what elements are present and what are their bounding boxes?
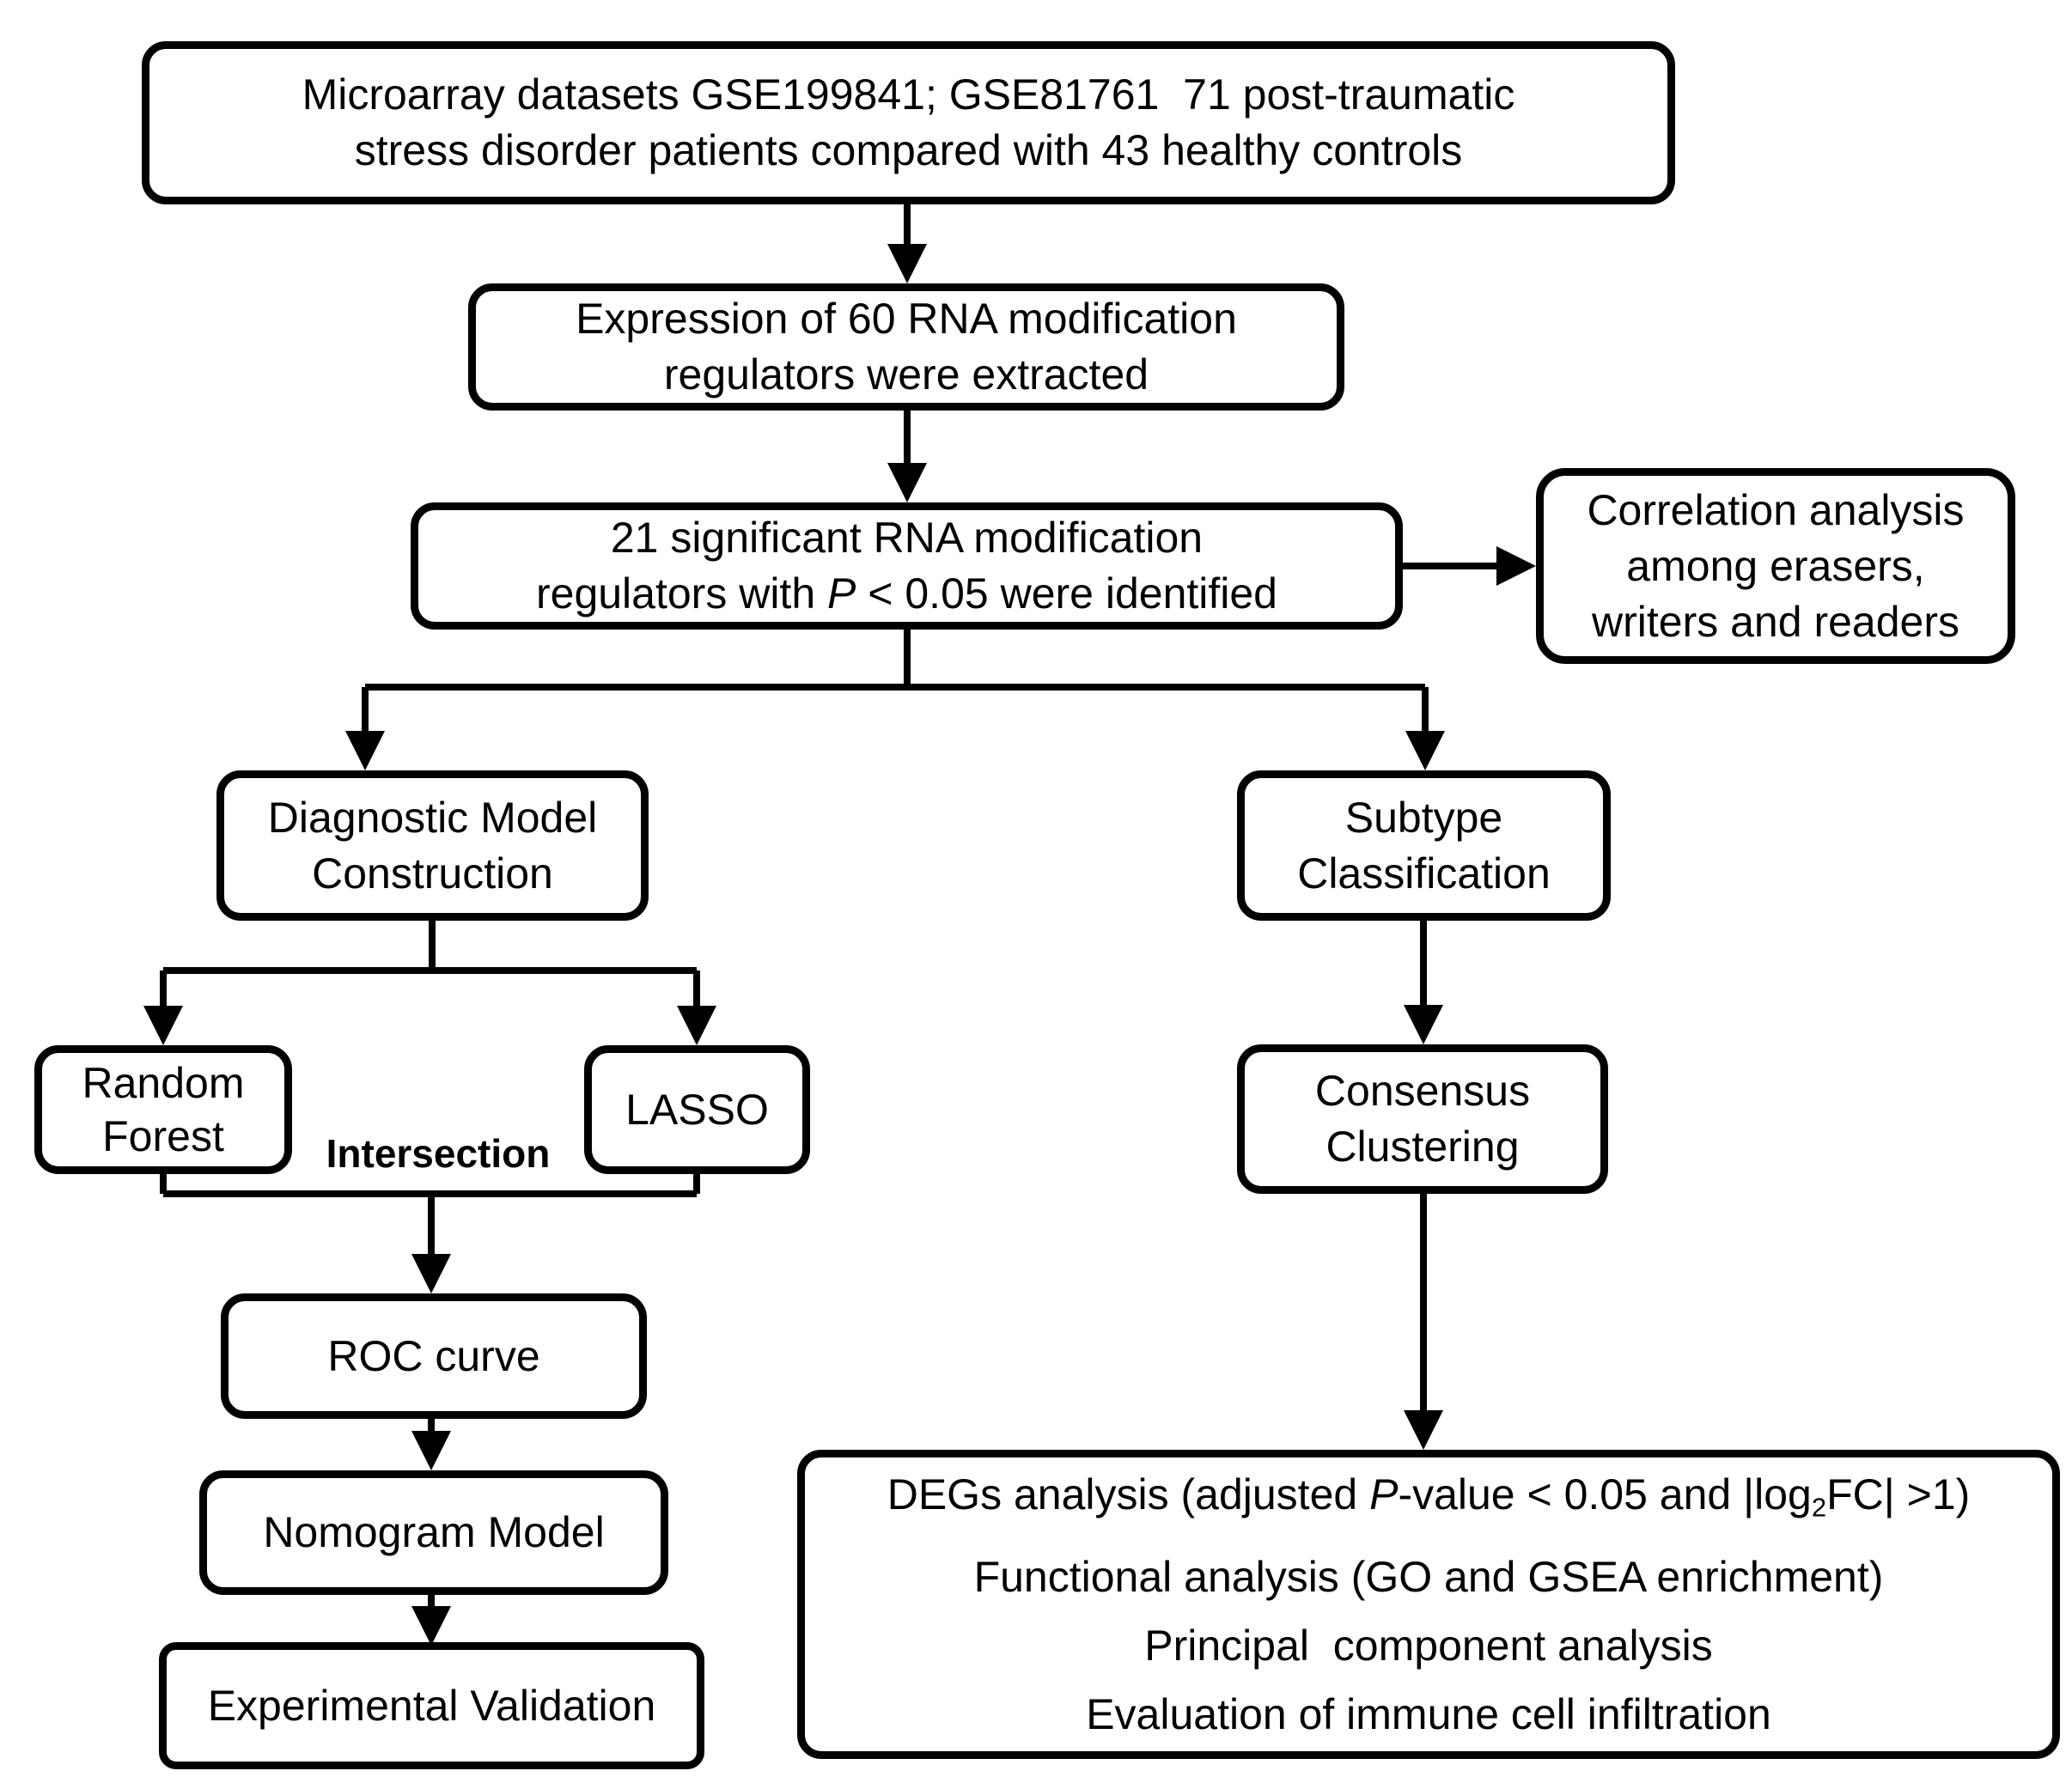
box-consensus-clustering-line2: Clustering: [1325, 1123, 1520, 1171]
box-diagnostic-model: Diagnostic Model Construction: [216, 770, 649, 921]
box-degs-analysis-line4: Evaluation of immune cell infiltration: [1086, 1689, 1771, 1738]
intersection-label: Intersection: [326, 1131, 551, 1176]
box-roc-curve-line1: ROC curve: [327, 1331, 540, 1380]
box-nomogram-model-line1: Nomogram Model: [263, 1508, 605, 1556]
box-significant-regulators-line1: 21 significant RNA modification: [610, 514, 1204, 562]
box-correlation-analysis-line3: writers and readers: [1592, 597, 1959, 646]
box-microarray-datasets: Microarray datasets GSE199841; GSE81761 …: [142, 41, 1675, 204]
connector-subtype-to-consensus: [1404, 921, 1443, 1044]
connector-intersection-merge: [160, 1174, 700, 1293]
box-expression-extracted: Expression of 60 RNA modification regula…: [468, 283, 1344, 411]
connector-nomogram-to-experimental: [411, 1595, 451, 1646]
box-degs-analysis-line3: Principal component analysis: [1144, 1621, 1713, 1670]
text-part-italic-p: P: [1369, 1470, 1399, 1519]
box-lasso-line1: LASSO: [625, 1086, 769, 1134]
box-degs-analysis-line1: DEGs analysis (adjusted P-value < 0.05 a…: [887, 1460, 1971, 1543]
box-correlation-analysis-line2: among erasers,: [1626, 541, 1925, 590]
box-correlation-analysis: Correlation analysis among erasers, writ…: [1536, 468, 2015, 664]
box-expression-extracted-line2: regulators were extracted: [663, 350, 1149, 399]
box-roc-curve: ROC curve: [221, 1293, 647, 1419]
box-random-forest-line2: Forest: [102, 1112, 224, 1160]
box-correlation-analysis-line1: Correlation analysis: [1587, 485, 1965, 534]
box-expression-extracted-line1: Expression of 60 RNA modification: [576, 295, 1237, 343]
text-part: DEGs analysis (adjusted: [887, 1470, 1370, 1519]
box-experimental-validation-line1: Experimental Validation: [207, 1681, 656, 1730]
box-subtype-classification-line2: Classification: [1297, 849, 1551, 898]
connector-diagnostic-split: [143, 921, 716, 1045]
connector-expression-to-significant: [887, 411, 927, 502]
box-microarray-datasets-line2: stress disorder patients compared with 4…: [354, 126, 1463, 174]
box-diagnostic-model-line1: Diagnostic Model: [267, 793, 598, 842]
box-subtype-classification-line1: Subtype: [1344, 793, 1503, 842]
box-significant-regulators-line2: regulators with P < 0.05 were identified: [536, 566, 1277, 622]
text-part-italic-p: P: [827, 569, 856, 618]
connector-datasets-to-expression: [887, 204, 927, 283]
connector-roc-to-nomogram: [411, 1419, 451, 1470]
box-random-forest: Random Forest: [34, 1045, 292, 1174]
box-random-forest-line1: Random: [82, 1059, 245, 1107]
text-part: FC| >1): [1826, 1470, 1971, 1519]
box-significant-regulators: 21 significant RNA modification regulato…: [411, 502, 1403, 630]
box-subtype-classification: Subtype Classification: [1237, 770, 1611, 921]
text-part: < 0.05 were identified: [856, 569, 1277, 618]
box-lasso: LASSO: [584, 1045, 810, 1174]
box-diagnostic-model-line2: Construction: [312, 849, 553, 898]
connector-significant-split: [345, 630, 1445, 770]
box-nomogram-model: Nomogram Model: [199, 1470, 668, 1595]
connector-significant-to-correlation: [1403, 546, 1536, 586]
box-degs-analysis: DEGs analysis (adjusted P-value < 0.05 a…: [797, 1450, 2060, 1759]
text-part: -value < 0.05 and |log: [1398, 1470, 1812, 1519]
box-microarray-datasets-line1: Microarray datasets GSE199841; GSE81761 …: [302, 70, 1515, 119]
text-part-log2-subscript: 2: [1811, 1492, 1827, 1523]
box-experimental-validation: Experimental Validation: [159, 1642, 704, 1769]
connector-consensus-to-degs: [1404, 1194, 1443, 1450]
box-consensus-clustering-line1: Consensus: [1314, 1067, 1531, 1115]
box-degs-analysis-line2: Functional analysis (GO and GSEA enrichm…: [973, 1552, 1884, 1601]
text-part: regulators with: [535, 569, 828, 618]
box-consensus-clustering: Consensus Clustering: [1237, 1044, 1608, 1194]
